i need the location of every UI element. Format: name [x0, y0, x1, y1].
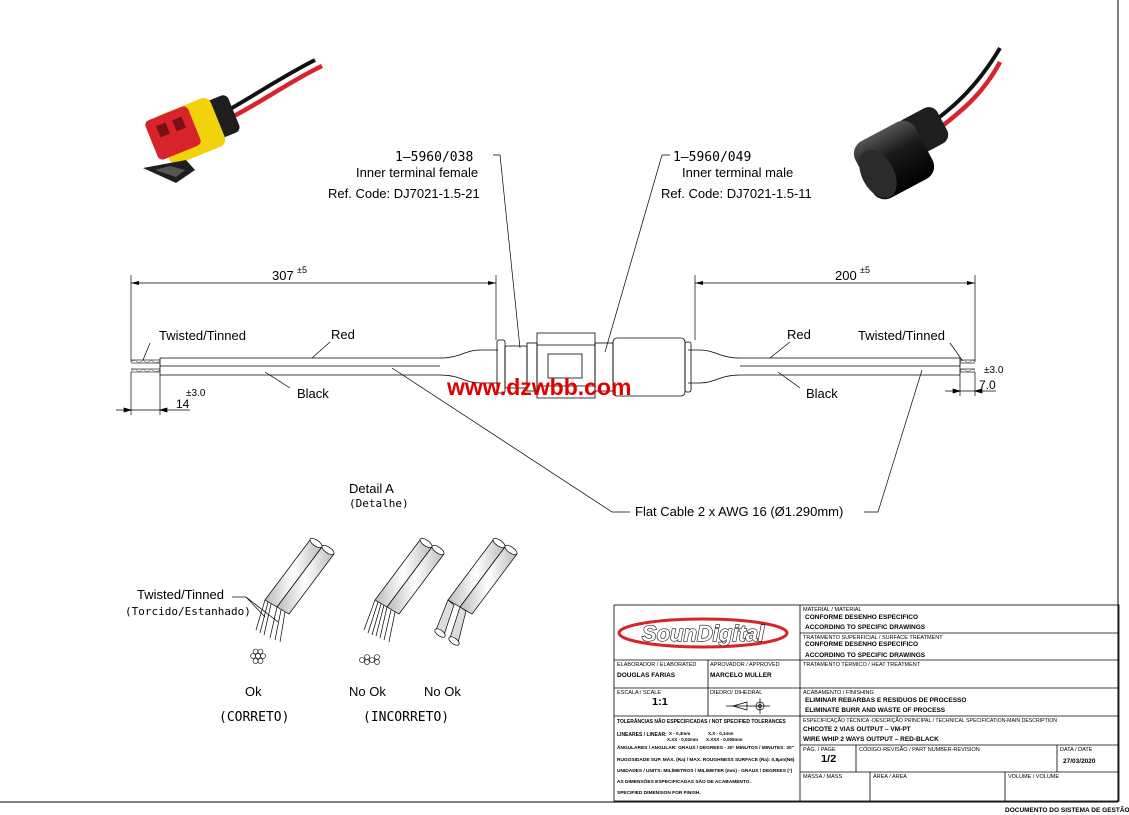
male-part-number: 1—5960/049 — [673, 150, 751, 165]
elaborated-value: DOUGLAS FARIAS — [617, 672, 676, 679]
dim-right-strip-tol: ±3.0 — [984, 365, 1004, 376]
detail-ok-pt: (CORRETO) — [219, 710, 289, 725]
label-black-left: Black — [297, 386, 329, 401]
male-connector-photo — [853, 46, 1002, 200]
right-tinned-ends — [959, 359, 976, 373]
approved-value: MARCELO MULLER — [710, 672, 772, 679]
dim-left-value: 307 — [272, 268, 294, 283]
surface-value-pt: CONFORME DESENHO ESPECÍFICO — [805, 641, 919, 648]
material-value-en: ACCORDING TO SPECIFIC DRAWINGS — [805, 624, 926, 631]
label-twisted-right: Twisted/Tinned — [858, 328, 945, 343]
page-value: 1/2 — [821, 755, 837, 763]
material-value-pt: CONFORME DESENHO ESPECÍFICO — [805, 614, 919, 621]
volume-label: VOLUME / VOLUME — [1008, 774, 1060, 780]
mass-label: MASSA / MASS — [803, 774, 843, 780]
heat-label: TRATAMENTO TÉRMICO / HEAT TREATMENT — [803, 662, 921, 668]
dim-right-tol: ±5 — [860, 265, 870, 275]
dim-left-length — [130, 275, 497, 362]
dihedral-symbol-icon — [726, 698, 770, 714]
surface-label: TRATAMENTO SUPERFICIAL / SURFACE TREATME… — [803, 635, 943, 641]
detail-nook2-label: No Ok — [424, 684, 461, 699]
finishing-value-en: ELIMINATE BURR AND WASTE OF PROCESS — [805, 707, 946, 714]
female-connector-photo — [143, 58, 323, 183]
detail-twisted-label: Twisted/Tinned — [137, 587, 224, 602]
units-note: UNIDADES / UNITS: MILÍMETROS / MILIMETER… — [617, 769, 793, 774]
area-label: ÁREA / AREA — [873, 774, 907, 780]
linear-label: LINEARES / LINEAR: — [617, 732, 667, 738]
linear-c: X.XX - 0,02mm — [667, 737, 699, 742]
linear-a: X - 0,3mm — [669, 731, 691, 736]
footer-text: DOCUMENTO DO SISTEMA DE GESTÃO — [1005, 805, 1129, 814]
watermark: www.dzwbb.com — [446, 374, 631, 400]
male-description: Inner terminal male — [682, 165, 793, 180]
part-number-label: CÓDIGO-REVISÃO / PART NUMBER-REVISION — [859, 747, 980, 753]
material-label: MATERIAL / MATERIAL — [803, 607, 862, 613]
male-ref-code: Ref. Code: DJ7021-1.5-11 — [661, 186, 812, 201]
female-description: Inner terminal female — [356, 165, 478, 180]
dim-right-value: 200 — [835, 268, 857, 283]
spec-value-pt: CHICOTE 2 VIAS OUTPUT – VM-PT — [803, 726, 911, 733]
label-black-right: Black — [806, 386, 838, 401]
right-labels-leaders — [604, 154, 963, 389]
label-red-right: Red — [787, 327, 811, 342]
flat-cable-label: Flat Cable 2 x AWG 16 (Ø1.290mm) — [635, 504, 843, 519]
detail-ok-label: Ok — [245, 684, 262, 699]
detail-ok-cable — [255, 537, 335, 643]
detail-nook1-section — [359, 654, 380, 665]
surface-value-en: ACCORDING TO SPECIFIC DRAWINGS — [805, 652, 926, 659]
dim-left-tol: ±5 — [297, 265, 307, 275]
detail-title: Detail A — [349, 481, 394, 496]
left-tinned-ends — [130, 359, 161, 373]
female-part-number: 1—5960/038 — [395, 150, 473, 165]
linear-b: X.X - 0,1mm — [708, 731, 734, 736]
detail-ok-section — [250, 648, 266, 664]
spec-label: ESPECIFICAÇÃO TÉCNICA -DESCRIÇÃO PRINCIP… — [803, 718, 1058, 724]
label-twisted-left: Twisted/Tinned — [159, 328, 246, 343]
angular-tol: ÂNGULARES / ANGULAR: GRAUS / DEGREES - 3… — [617, 746, 794, 751]
cable-left — [159, 349, 498, 384]
finishing-value-pt: ELIMINAR REBARBAS E RESÍDUOS DE PROCESSO — [805, 697, 967, 704]
label-red-left: Red — [331, 327, 355, 342]
dim-right-strip-value: 7.0 — [979, 378, 996, 392]
elaborated-label: ELABORADOR / ELABORATED — [617, 662, 697, 668]
connector-assembly — [496, 332, 692, 399]
finishing-label: ACABAMENTO / FINISHING — [803, 690, 874, 696]
detail-nook1-label: No Ok — [349, 684, 386, 699]
approved-label: APROVADOR / APPROVED — [710, 662, 780, 668]
detail-twisted-leaders — [232, 596, 279, 623]
finish-note-pt: AS DIMENSÕES ESPECIFICADAS SÃO DE ACABAM… — [617, 780, 751, 785]
flat-cable-leaders — [391, 367, 923, 513]
dim-left-strip — [116, 372, 190, 415]
detail-nook2-cable — [434, 537, 518, 646]
linear-d: X.XXX - 0,005mm — [706, 737, 743, 742]
dihedral-label: DIEDRO/ DIHEDRAL — [710, 690, 763, 696]
soundigital-logo: SounDigital — [617, 617, 789, 649]
scale-label: ESCALA / SCALE — [617, 690, 662, 696]
detail-nook-pt: (INCORRETO) — [363, 710, 449, 725]
dim-left-strip-tol: ±3.0 — [186, 388, 206, 399]
detail-nook1-cable — [363, 537, 445, 643]
scale-value: 1:1 — [652, 698, 668, 706]
dim-right-strip — [945, 372, 996, 396]
spec-value-en: WIRE WHIP 2 WAYS OUTPUT – RED-BLACK — [803, 736, 939, 743]
female-ref-code: Ref. Code: DJ7021-1.5-21 — [328, 186, 480, 201]
date-value: 27/03/2020 — [1063, 758, 1096, 765]
page-label: PÁG. / PAGE — [803, 747, 836, 753]
logo-text: SounDigital — [642, 621, 765, 646]
cable-right — [688, 349, 961, 384]
dim-left-strip-value: 14 — [176, 397, 190, 411]
title-block-grid — [613, 604, 1120, 802]
dim-right-length — [694, 275, 976, 362]
finish-note-en: SPECIFIED DIMENSION FOR FINISH. — [617, 791, 701, 796]
roughness-tol: RUGOSIDADE SUP. MÁX. (Ra) / MAX. ROUGHNE… — [617, 758, 795, 763]
left-labels-leaders — [142, 154, 521, 389]
detail-subtitle: (Detalhe) — [349, 497, 409, 510]
date-label: DATA / DATE — [1060, 747, 1093, 753]
detail-twisted-pt: (Torcido/Estanhado) — [125, 605, 251, 618]
tolerances-label: TOLERÂNCIAS NÃO ESPECIFICADAS / NOT SPEC… — [617, 719, 786, 725]
